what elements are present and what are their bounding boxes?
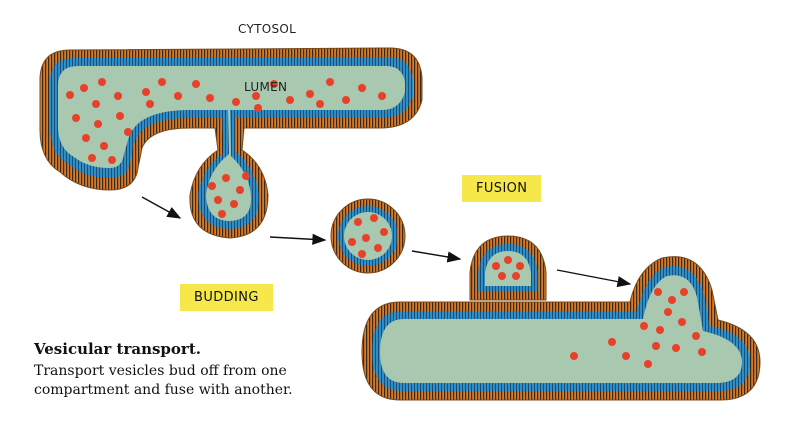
cargo-dot xyxy=(622,352,630,360)
cargo-dot xyxy=(214,196,222,204)
cargo-dot xyxy=(306,90,314,98)
cargo-dot xyxy=(158,78,166,86)
cargo-dot xyxy=(286,96,294,104)
cargo-dot xyxy=(66,91,74,99)
fusing-vesicle xyxy=(469,235,547,301)
cargo-dot xyxy=(230,200,238,208)
lumen-label: LUMEN xyxy=(244,80,288,94)
cargo-dot xyxy=(570,352,578,360)
cargo-dot xyxy=(358,84,366,92)
cargo-dot xyxy=(124,128,132,136)
target-compartment xyxy=(361,256,761,401)
cargo-dot xyxy=(380,228,388,236)
cargo-dot xyxy=(100,142,108,150)
cargo-dot xyxy=(208,182,216,190)
cargo-dot xyxy=(656,326,664,334)
cargo-dot xyxy=(370,214,378,222)
cargo-dot xyxy=(378,92,386,100)
cargo-dot xyxy=(498,272,506,280)
fusion-label: FUSION xyxy=(462,175,542,202)
cargo-dot xyxy=(270,80,278,88)
transport-arrows xyxy=(141,196,632,288)
cargo-dot xyxy=(252,92,260,100)
cargo-dot xyxy=(668,296,676,304)
cargo-dot xyxy=(354,218,362,226)
cargo-dot xyxy=(72,114,80,122)
cargo-dot xyxy=(142,88,150,96)
figure-caption: Vesicular transport. Transport vesicles … xyxy=(34,340,334,400)
caption-line: Transport vesicles bud off from one xyxy=(34,363,287,379)
cargo-dot xyxy=(652,342,660,350)
cargo-molecules xyxy=(66,78,706,368)
cargo-dot xyxy=(114,92,122,100)
cargo-dot xyxy=(88,154,96,162)
caption-line: compartment and fuse with another. xyxy=(34,382,293,398)
cargo-dot xyxy=(348,238,356,246)
budding-label: BUDDING xyxy=(180,284,273,311)
cargo-dot xyxy=(326,78,334,86)
cargo-dot xyxy=(98,78,106,86)
arrow-to-fusion xyxy=(411,250,462,263)
cargo-dot xyxy=(678,318,686,326)
cargo-dot xyxy=(640,322,648,330)
cargo-dot xyxy=(698,348,706,356)
cargo-dot xyxy=(342,96,350,104)
cargo-dot xyxy=(358,250,366,258)
cargo-dot xyxy=(654,288,662,296)
cargo-dot xyxy=(664,308,672,316)
cargo-dot xyxy=(218,210,226,218)
cargo-dot xyxy=(82,134,90,142)
cargo-dot xyxy=(644,360,652,368)
caption-body: Transport vesicles bud off from one comp… xyxy=(34,362,334,400)
cargo-dot xyxy=(374,244,382,252)
cargo-dot xyxy=(174,92,182,100)
cargo-dot xyxy=(116,112,124,120)
cargo-dot xyxy=(362,234,370,242)
cargo-dot xyxy=(192,80,200,88)
cargo-dot xyxy=(692,332,700,340)
cargo-dot xyxy=(232,98,240,106)
cargo-dot xyxy=(316,100,324,108)
cargo-dot xyxy=(608,338,616,346)
cargo-dot xyxy=(680,288,688,296)
cargo-dot xyxy=(504,256,512,264)
cargo-dot xyxy=(222,174,230,182)
cargo-dot xyxy=(236,186,244,194)
cargo-dot xyxy=(146,100,154,108)
cargo-dot xyxy=(254,104,262,112)
caption-title: Vesicular transport. xyxy=(34,340,201,358)
cargo-dot xyxy=(94,120,102,128)
arrow-to-vesicle xyxy=(269,233,327,245)
cargo-dot xyxy=(492,262,500,270)
cargo-dot xyxy=(516,262,524,270)
cargo-dot xyxy=(672,344,680,352)
cargo-dot xyxy=(206,94,214,102)
cargo-dot xyxy=(80,84,88,92)
arrow-fusion xyxy=(556,269,632,288)
cargo-dot xyxy=(242,172,250,180)
arrow-budding xyxy=(141,196,182,219)
cargo-dot xyxy=(92,100,100,108)
cargo-dot xyxy=(512,272,520,280)
cytosol-label: CYTOSOL xyxy=(238,22,297,36)
cargo-dot xyxy=(108,156,116,164)
